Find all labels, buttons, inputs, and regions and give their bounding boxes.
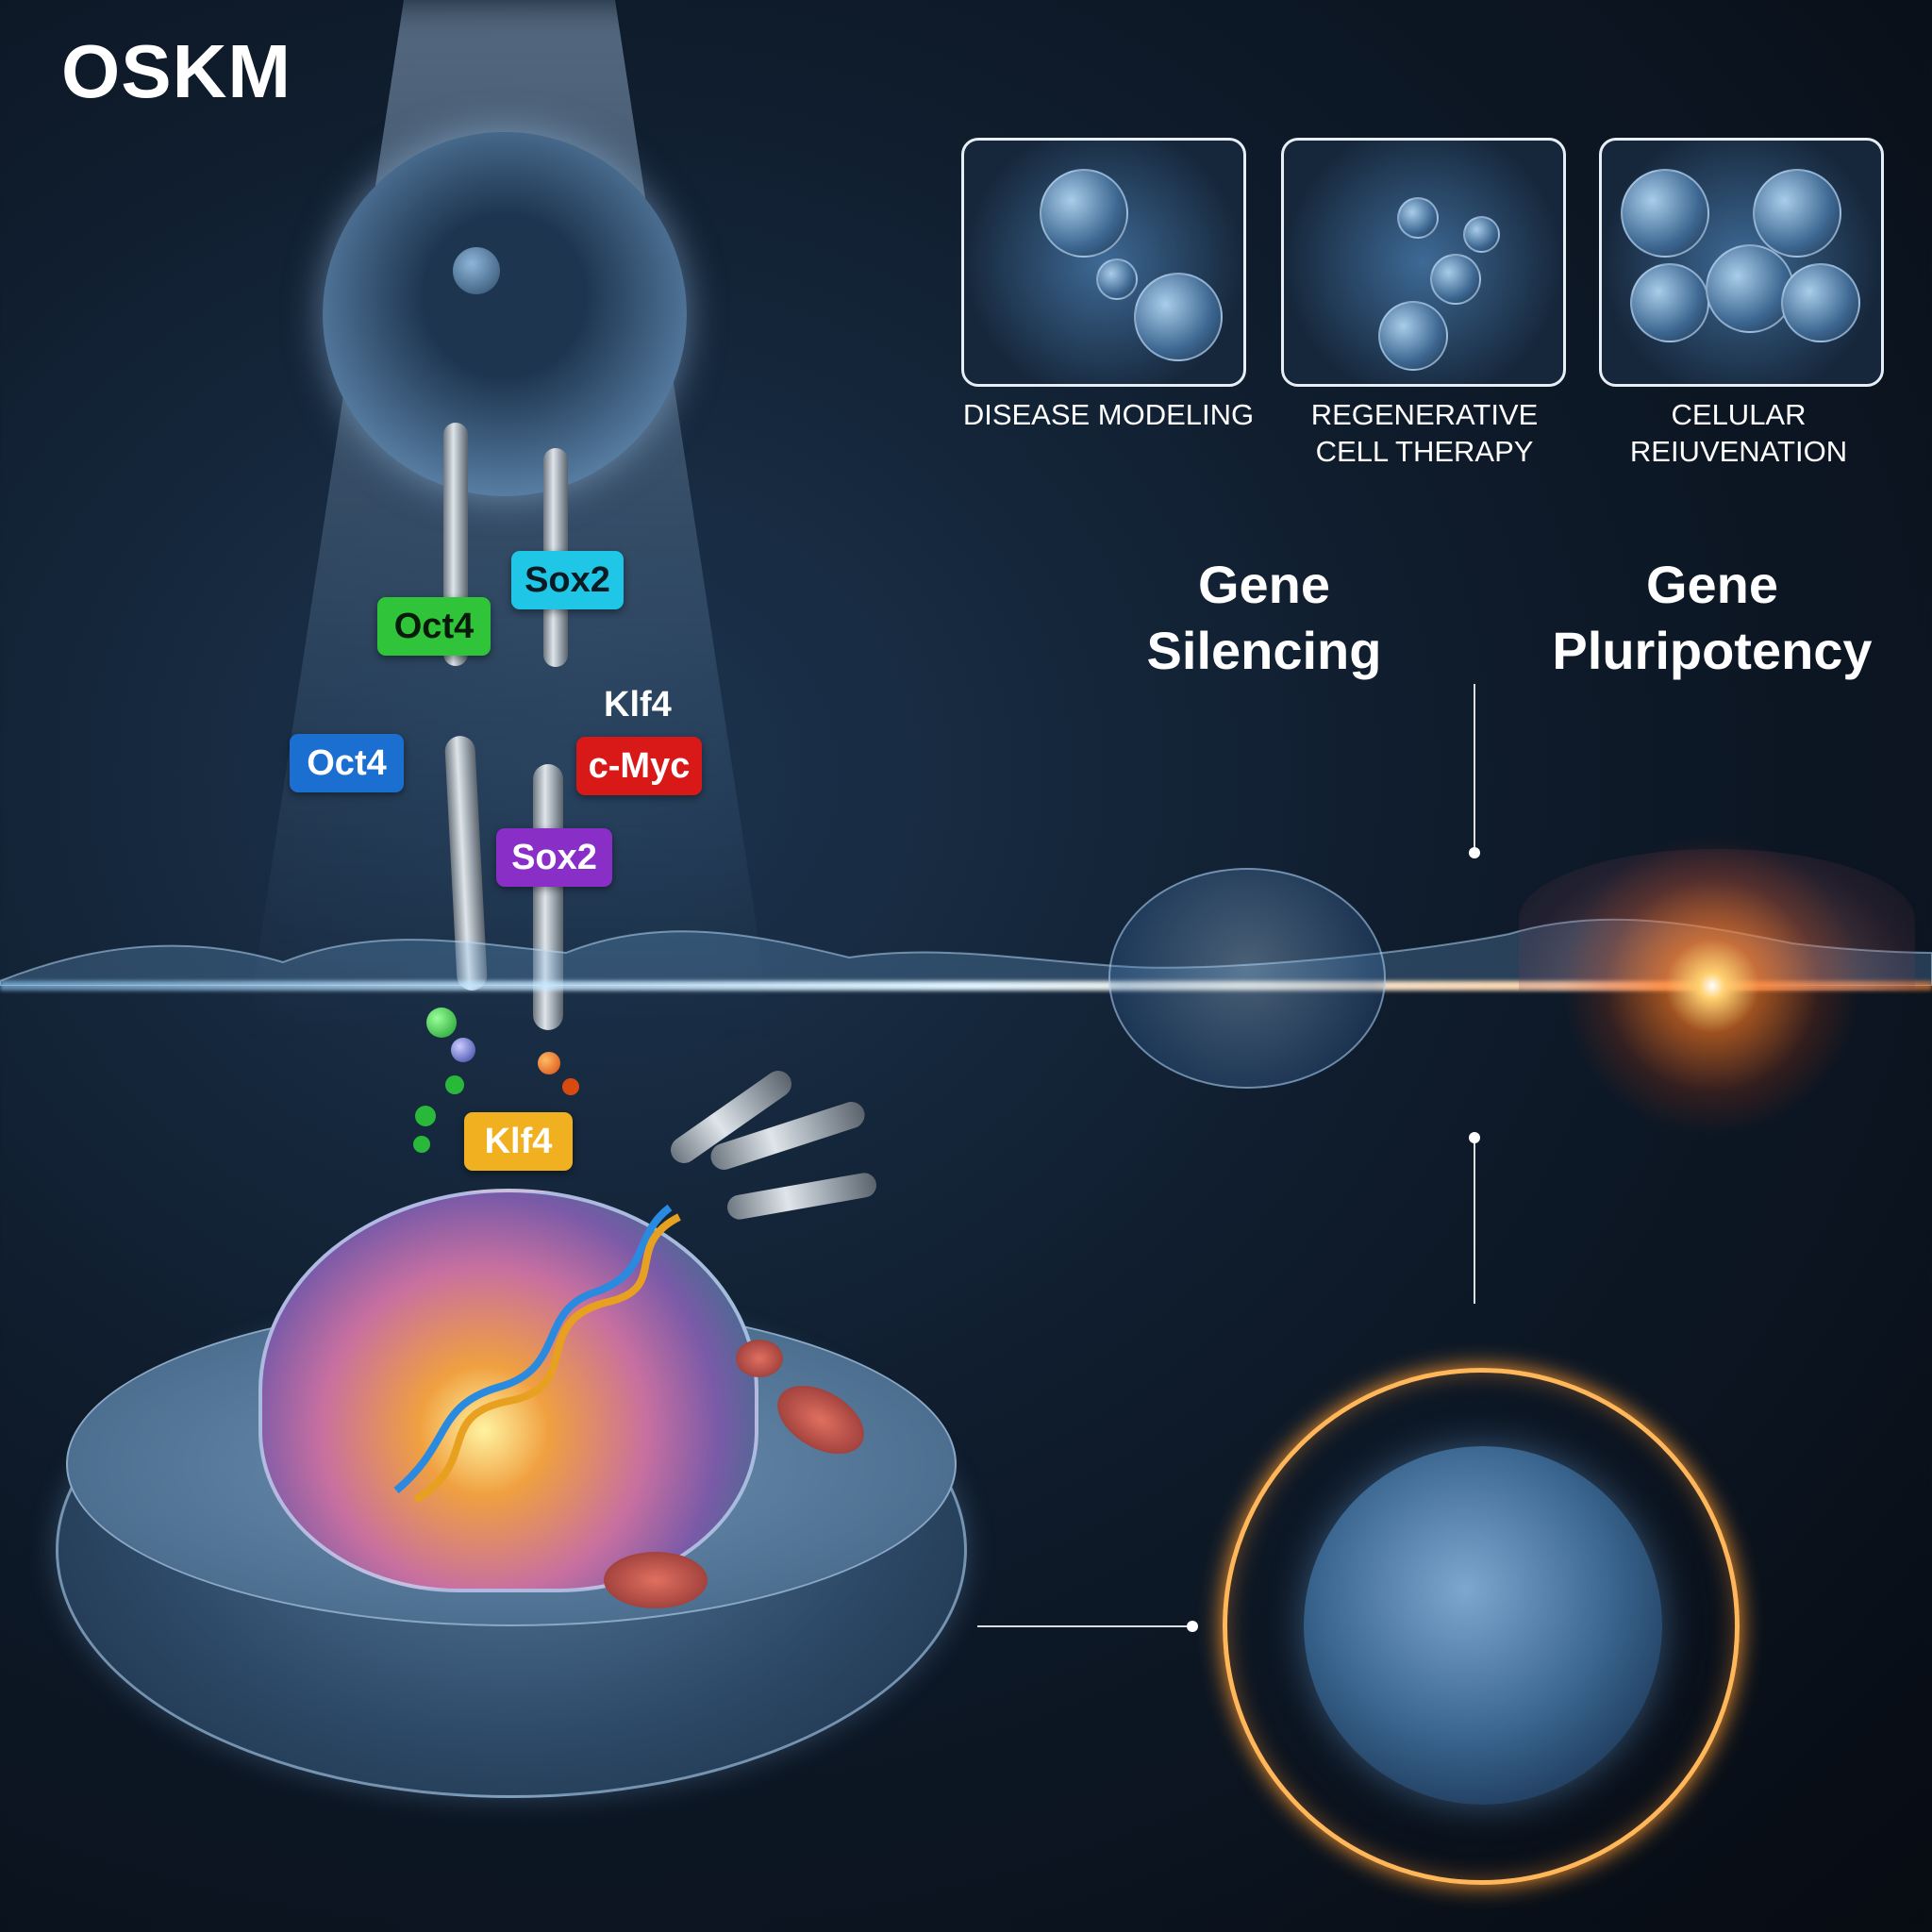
molecule-blue	[451, 1038, 475, 1062]
molecule-green	[445, 1075, 464, 1094]
divider-line	[1474, 684, 1475, 850]
cell-nucleus-small	[453, 247, 500, 294]
klf4-label: Klf4	[604, 685, 672, 724]
connector-line	[977, 1625, 1192, 1627]
divider-dot	[1469, 847, 1480, 858]
molecule-green	[415, 1106, 436, 1126]
nucleus-dome	[258, 1189, 758, 1592]
divider-dot	[1469, 1132, 1480, 1143]
gene-silencing-bubble	[1108, 868, 1386, 1089]
gene-pluripotency-heading: Gene Pluripotency	[1552, 555, 1873, 680]
page-title: OSKM	[61, 29, 291, 113]
chromosome-rod	[724, 1171, 879, 1222]
molecule-orange	[538, 1052, 560, 1074]
molecule-green	[426, 1008, 457, 1038]
molecule-orange	[562, 1078, 579, 1095]
mitochondrion	[604, 1552, 708, 1608]
oct4-tag-blue: Oct4	[290, 734, 404, 792]
oct4-tag-green: Oct4	[377, 597, 491, 656]
panel-regenerative-therapy	[1281, 138, 1566, 387]
pluripotency-starburst	[1561, 835, 1863, 1137]
label-regenerative-therapy: REGENERATIVE CELL THERAPY	[1310, 398, 1539, 468]
sox2-tag-cyan: Sox2	[511, 551, 624, 609]
panel-disease-modeling	[961, 138, 1246, 387]
klf4-tag-yellow: Klf4	[464, 1112, 573, 1171]
glowing-ring	[1223, 1368, 1740, 1885]
sox2-tag-purple: Sox2	[496, 828, 612, 887]
somatic-cell-top	[323, 132, 687, 496]
horizon-line	[0, 981, 1932, 991]
molecule-green	[413, 1136, 430, 1153]
panel-cellular-rejuvenation	[1599, 138, 1884, 387]
label-cellular-rejuvenation: CELULAR REIUVENATION	[1629, 398, 1848, 468]
gene-silencing-heading: Gene Silencing	[1146, 555, 1382, 680]
cmyc-tag-red: c-Myc	[576, 737, 702, 795]
label-disease-modeling: DISEASE MODELING	[962, 398, 1255, 431]
pluripotent-stem-cell	[1304, 1446, 1662, 1805]
connector-dot	[1187, 1621, 1198, 1632]
mitochondrion	[736, 1340, 783, 1377]
divider-line	[1474, 1136, 1475, 1304]
dna-helix	[393, 1204, 681, 1504]
